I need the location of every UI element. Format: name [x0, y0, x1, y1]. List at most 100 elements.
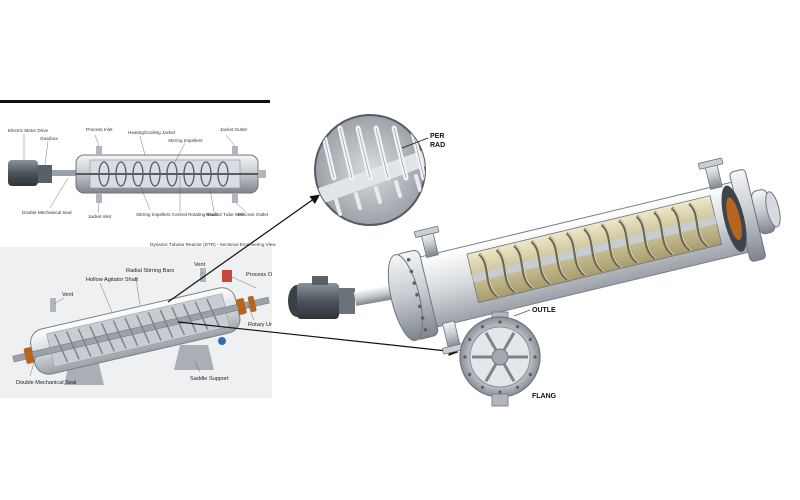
- mid-radial-bar: [147, 312, 162, 341]
- mid-radial-bar: [112, 320, 127, 349]
- top-impeller: [149, 161, 161, 187]
- label-double-mechanical-seal: Double Mechanical Seal: [22, 210, 72, 215]
- mid-radial-bar: [206, 298, 221, 328]
- flange-spoke: [484, 332, 498, 351]
- mid-leader-lines: [29, 271, 257, 377]
- flange-bolt: [528, 372, 532, 377]
- mid-radial-bar: [77, 328, 92, 357]
- left-bolt: [420, 316, 425, 320]
- top-impeller: [132, 161, 144, 187]
- helical-blade-highlight: [567, 232, 587, 276]
- label-gearbox: Gearbox: [40, 136, 58, 141]
- mid-vent-right: [200, 268, 206, 282]
- zoom-bars: [319, 125, 425, 181]
- mid-radial-bar: [65, 331, 80, 360]
- left-bolt: [423, 328, 428, 332]
- flange-bolt: [463, 355, 467, 359]
- flange-bolts: [463, 320, 537, 394]
- zoom-leader: [401, 137, 429, 149]
- top-impeller: [166, 161, 178, 187]
- helical-blade: [478, 252, 499, 298]
- mid-engineering-view: Dynamic Tubular Reactor (DTR) - Sectiona…: [0, 242, 283, 398]
- main-right-bearing-ring: [726, 197, 742, 241]
- label-jacket-inlet: Jacket Inlet: [88, 214, 112, 219]
- label-reactor-tube-wall: Reactor Tube Wall: [206, 212, 244, 217]
- main-central-shaft: [471, 216, 717, 283]
- mid-radial-bar: [101, 323, 115, 352]
- left-bolt: [406, 257, 411, 262]
- top-jacket-inlet-nozzle: [96, 193, 102, 203]
- flange-hub: [491, 348, 509, 366]
- mid-hollow-shaft: [12, 296, 270, 363]
- label-hollow-agitator-shaft: Hollow Agitator Shaft: [86, 277, 138, 283]
- label-jacket-outlet: Jacket Outlet: [220, 127, 248, 132]
- flange-bolt: [515, 325, 520, 329]
- helical-blade-highlight: [549, 236, 569, 280]
- helical-blade-highlight: [479, 253, 499, 297]
- top-impeller: [200, 161, 212, 187]
- flange-bottom-nozzle: [491, 393, 509, 407]
- flange-bolt: [468, 372, 472, 377]
- flange-detail: [459, 311, 541, 407]
- label-saddle-support: Saddle Support: [190, 376, 229, 382]
- left-bolt: [418, 304, 422, 309]
- helical-blade-highlight: [672, 207, 692, 250]
- label-vent-left: Vent: [62, 292, 74, 298]
- main-gearbox: [339, 288, 355, 314]
- helical-blade: [583, 227, 604, 273]
- flange-bolt: [515, 385, 520, 389]
- label-stirring-impellers-bottom: Stirring Impellers: [136, 212, 171, 217]
- mid-radial-bar: [54, 333, 69, 363]
- flange-label-outlet: OUTLE: [532, 307, 556, 314]
- mid-vent-left: [50, 298, 56, 312]
- helical-blade: [530, 240, 552, 285]
- main-helical-blades: [478, 202, 709, 298]
- zoom-label-rad: RAD: [430, 142, 445, 149]
- helical-blade-highlight: [532, 240, 552, 284]
- top-end-nozzle: [258, 170, 266, 178]
- label-stirring-impellers-top: Stirring Impellers: [168, 138, 203, 143]
- zoom-pin: [414, 174, 422, 192]
- top-leader-lines: [23, 134, 247, 213]
- label-double-mechanical-seal-mid: Double Mechanical Seal: [16, 380, 76, 386]
- top-process-outlet-nozzle: [232, 193, 238, 203]
- left-bolt: [415, 293, 419, 297]
- helical-blade-highlight: [514, 245, 534, 288]
- flange-label-flange: FLANG: [532, 393, 557, 400]
- helical-blade-highlight: [619, 219, 639, 263]
- zoom-pin: [374, 186, 382, 204]
- flange-bolt: [480, 385, 485, 389]
- arrow-to-flange-detail: [177, 321, 459, 356]
- zoom-label-per: PER: [430, 133, 444, 140]
- main-motor-assembly: [288, 276, 396, 319]
- flange-spoke: [502, 332, 516, 351]
- flange-bolt: [533, 355, 537, 359]
- main-left-bolts: [406, 257, 428, 332]
- arrow-to-zoom-detail: [167, 194, 320, 303]
- label-process-outlet-mid: Process Outlet: [246, 272, 283, 278]
- mid-radial-bar: [171, 306, 186, 336]
- zoom-bar-edge: [339, 127, 353, 179]
- flange-bolt: [528, 337, 532, 342]
- helical-blade: [635, 215, 657, 260]
- helical-blade: [548, 236, 569, 281]
- helical-blade-highlight: [602, 224, 622, 267]
- mid-process-outlet-nozzle: [222, 270, 232, 282]
- helical-blade-highlight: [497, 249, 517, 293]
- helical-blade: [618, 219, 639, 264]
- flange-bolt: [480, 325, 485, 329]
- helical-blade-highlight: [654, 211, 674, 255]
- zoom-pin: [394, 180, 402, 198]
- mid-diagram-title: Dynamic Tubular Reactor (DTR) - Sectiona…: [150, 242, 276, 247]
- top-impeller: [183, 161, 195, 187]
- helical-blade: [495, 248, 517, 294]
- zoom-pin: [354, 192, 362, 210]
- left-bolt: [409, 269, 414, 274]
- flange-bolt: [468, 337, 472, 342]
- top-schematic: Electric Motor Drive Gearbox Process Inl…: [8, 127, 269, 219]
- top-motor: [8, 160, 38, 186]
- helical-blade-highlight: [689, 203, 709, 246]
- label-process-outlet-top: Process Outlet: [238, 212, 269, 217]
- helical-blade: [670, 206, 692, 252]
